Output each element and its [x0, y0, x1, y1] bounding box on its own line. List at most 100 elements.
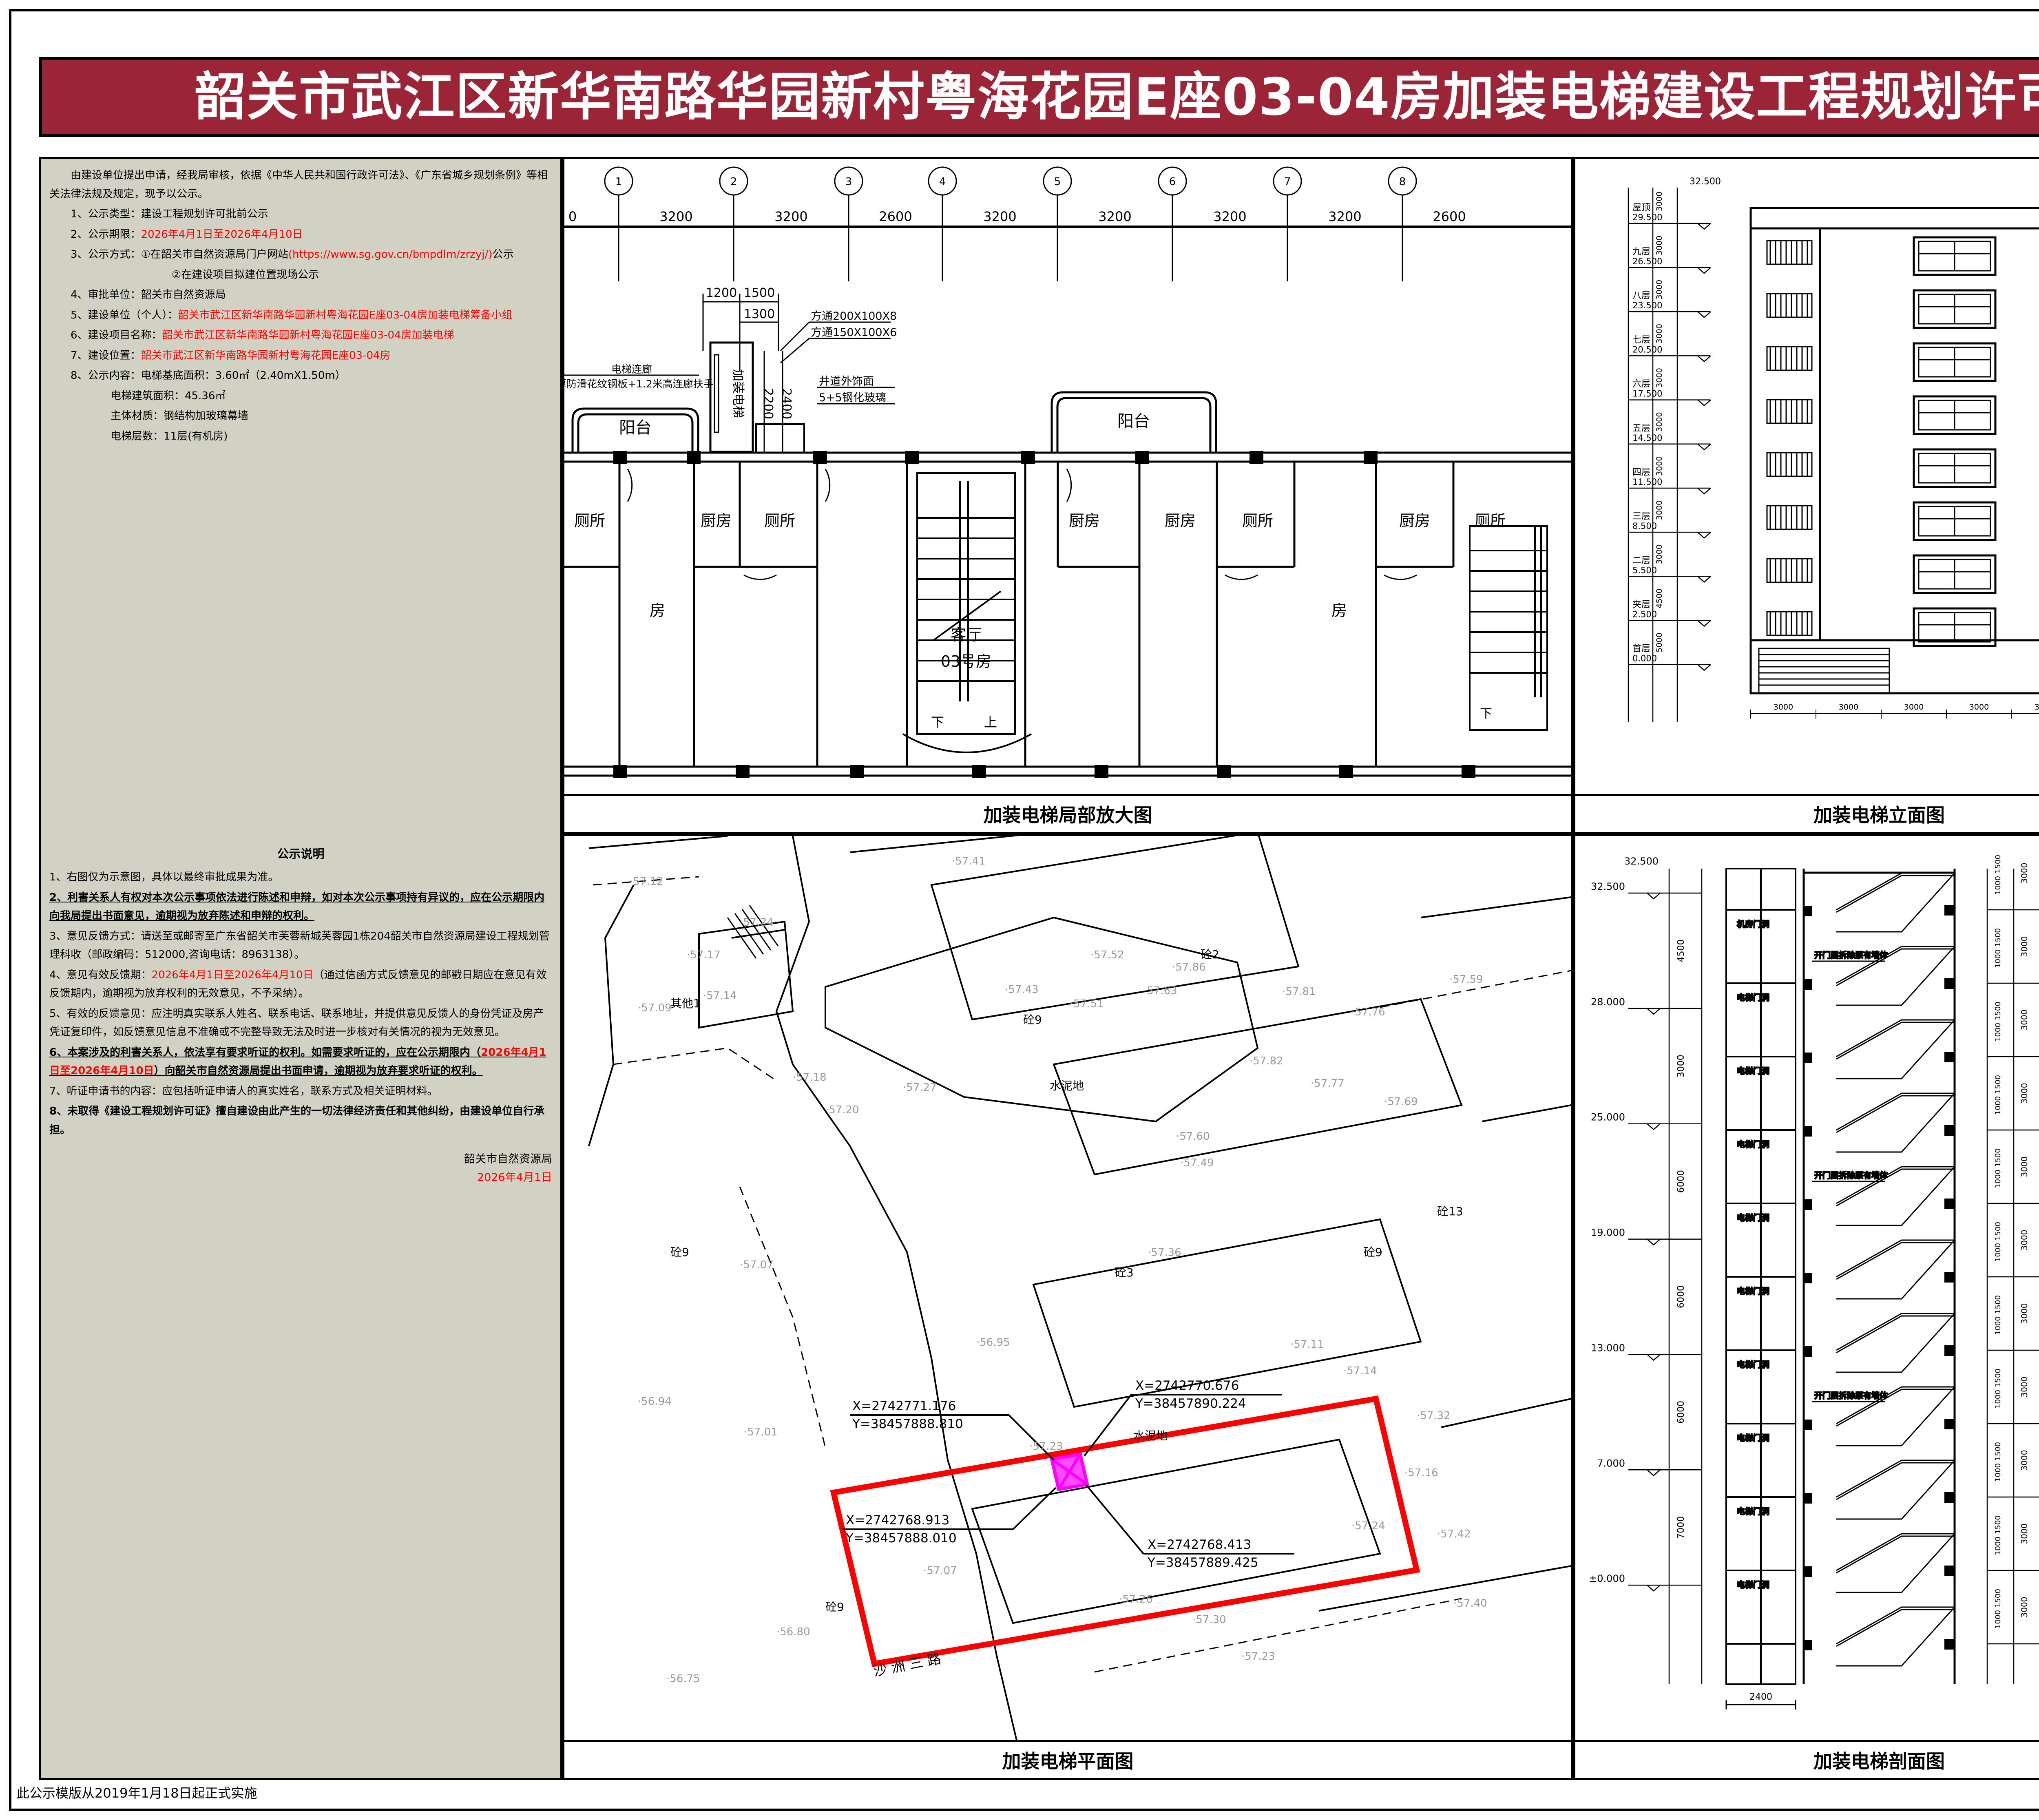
- svg-text:4500: 4500: [1676, 939, 1686, 962]
- spot-elevation: ·57.07: [740, 1259, 774, 1271]
- spot-elevation: ·57.27: [903, 1081, 937, 1094]
- svg-text:3000: 3000: [2019, 1524, 2029, 1544]
- svg-text:2.500: 2.500: [1632, 610, 1657, 619]
- ground-label: 砼9: [670, 1245, 689, 1259]
- spot-elevation: ·57.86: [1172, 961, 1206, 973]
- svg-text:±0.000: ±0.000: [1589, 1573, 1625, 1584]
- spot-elevation: ·56.80: [776, 1626, 810, 1638]
- spot-elevation: ·57.42: [1437, 1528, 1471, 1540]
- site-plan-drawing: X=2742771.176 Y=38457888.810 X=2742770.6…: [564, 836, 1571, 1742]
- explain-item-6: 6、本案涉及的利害关系人，依法享有要求听证的权利。如需要求听证的，应在公示期限内…: [49, 1046, 546, 1077]
- ground-label: 水泥地: [1050, 1079, 1084, 1092]
- notice-item-7: 7、建设位置：韶关市武江区新华南路华园新村粤海花园E座03-04房: [71, 349, 391, 362]
- section-panel-title: 加装电梯剖面图: [1575, 1740, 2039, 1778]
- spot-elevation: ·57.77: [1311, 1077, 1345, 1090]
- ground-label: 砼9: [1023, 1013, 1042, 1026]
- svg-text:0.000: 0.000: [1632, 654, 1657, 663]
- svg-text:电梯门洞: 电梯门洞: [1737, 1580, 1769, 1590]
- issue-date: 2026年4月1日: [477, 1171, 552, 1184]
- svg-text:首层: 首层: [1632, 644, 1650, 654]
- svg-text:1500: 1500: [1994, 1222, 2002, 1241]
- svg-text:2200: 2200: [761, 388, 775, 419]
- svg-text:厕所: 厕所: [1242, 512, 1273, 530]
- svg-text:3000: 3000: [2019, 1450, 2029, 1471]
- svg-text:3000: 3000: [1774, 703, 1793, 712]
- svg-text:3000: 3000: [1655, 236, 1664, 255]
- spot-elevation: ·57.30: [1192, 1614, 1226, 1626]
- svg-text:九层: 九层: [1632, 247, 1650, 257]
- svg-text:13.000: 13.000: [1591, 1342, 1625, 1353]
- spot-elevation: ·57.07: [923, 1565, 957, 1577]
- spot-elevation: ·57.17: [687, 949, 721, 961]
- svg-text:1500: 1500: [1994, 1002, 2002, 1020]
- svg-text:3000: 3000: [1676, 1055, 1686, 1077]
- coord-3-y: Y=38457888.010: [845, 1531, 957, 1546]
- svg-text:厕所: 厕所: [1475, 512, 1506, 530]
- spot-elevation: ·57.52: [1090, 949, 1124, 961]
- svg-text:32.500: 32.500: [1690, 177, 1721, 187]
- svg-text:方通200X100X8: 方通200X100X8: [811, 310, 897, 323]
- ground-label: 砼9: [1364, 1245, 1382, 1259]
- svg-text:2600: 2600: [879, 209, 912, 224]
- svg-text:屋顶: 屋顶: [1632, 203, 1650, 213]
- template-footnote: 此公示模版从2019年1月18日起正式实施: [16, 1785, 257, 1801]
- notice-item-6: 6、建设项目名称：韶关市武江区新华南路华园新村粤海花园E座03-04房加装电梯: [71, 329, 454, 341]
- svg-text:1000: 1000: [1994, 1316, 2002, 1335]
- svg-text:8: 8: [1399, 176, 1406, 188]
- svg-text:八层: 八层: [1632, 291, 1650, 301]
- svg-text:厕所: 厕所: [574, 512, 605, 530]
- notice-item-3b: ②在建设项目拟建位置现场公示: [172, 268, 319, 281]
- explain-item-8: 8、未取得《建设工程规划许可证》擅自建设由此产生的一切法律经济责任和其他纠纷，由…: [49, 1105, 545, 1136]
- svg-text:5: 5: [1054, 176, 1061, 188]
- svg-text:5000: 5000: [1655, 632, 1664, 652]
- spot-elevation: ·57.14: [1343, 1365, 1377, 1377]
- svg-text:1000: 1000: [1994, 1390, 2002, 1409]
- svg-text:1: 1: [615, 176, 622, 188]
- coord-2-y: Y=38457890.224: [1135, 1396, 1246, 1411]
- svg-text:3000: 3000: [2019, 1377, 2029, 1398]
- svg-text:03号房: 03号房: [941, 652, 991, 670]
- elevation-panel-title: 加装电梯立面图: [1575, 794, 2039, 832]
- svg-text:2: 2: [730, 176, 737, 188]
- svg-text:2600: 2600: [1433, 209, 1466, 224]
- svg-text:25.000: 25.000: [1591, 1112, 1625, 1123]
- svg-text:32.500: 32.500: [1591, 881, 1625, 892]
- coord-4-y: Y=38457889.425: [1147, 1555, 1258, 1570]
- svg-text:3200: 3200: [983, 209, 1016, 224]
- svg-text:电梯门洞: 电梯门洞: [1737, 1360, 1769, 1369]
- svg-text:1500: 1500: [1994, 928, 2002, 947]
- svg-text:五层: 五层: [1632, 423, 1650, 433]
- svg-text:1500: 1500: [1994, 1295, 2002, 1314]
- svg-text:1500: 1500: [1994, 1515, 2002, 1534]
- svg-text:3200: 3200: [1213, 209, 1246, 224]
- spot-elevation: ·57.82: [1249, 1055, 1283, 1067]
- notice-content-line-3: 电梯层数：11层(有机房): [111, 430, 228, 442]
- explain-title: 公示说明: [277, 847, 325, 861]
- svg-text:电梯门洞: 电梯门洞: [1737, 1507, 1769, 1516]
- detail-panel-title: 加装电梯局部放大图: [564, 794, 1571, 832]
- coord-4-x: X=2742768.413: [1148, 1537, 1251, 1552]
- svg-text:3000: 3000: [1969, 703, 1989, 712]
- notice-spacer: [49, 447, 552, 839]
- svg-text:1000: 1000: [1994, 1243, 2002, 1262]
- coord-2-x: X=2742770.676: [1135, 1378, 1239, 1393]
- svg-text:3200: 3200: [1328, 209, 1361, 224]
- svg-text:电梯门洞: 电梯门洞: [1737, 1140, 1769, 1149]
- svg-text:1000: 1000: [1994, 876, 2002, 895]
- sheet-border: [9, 9, 2039, 1811]
- svg-text:方通150X100X6: 方通150X100X6: [811, 326, 897, 339]
- notice-item-3: 3、公示方式：①在韶关市自然资源局门户网站(https://www.sg.gov…: [71, 248, 514, 261]
- spot-elevation: ·57.41: [952, 855, 986, 867]
- svg-text:3000: 3000: [2019, 1010, 2029, 1031]
- svg-text:3200: 3200: [774, 209, 807, 224]
- svg-text:厨房: 厨房: [1165, 512, 1196, 530]
- svg-text:29.500: 29.500: [1632, 212, 1662, 222]
- spot-elevation: ·57.60: [1176, 1130, 1210, 1143]
- elevation-svg: 屋顶29.5003000九层26.5003000八层23.5003000七层20…: [1628, 177, 2039, 722]
- notice-item-1: 1、公示类型：建设工程规划许可批前公示: [71, 208, 268, 220]
- svg-text:四层: 四层: [1632, 467, 1650, 478]
